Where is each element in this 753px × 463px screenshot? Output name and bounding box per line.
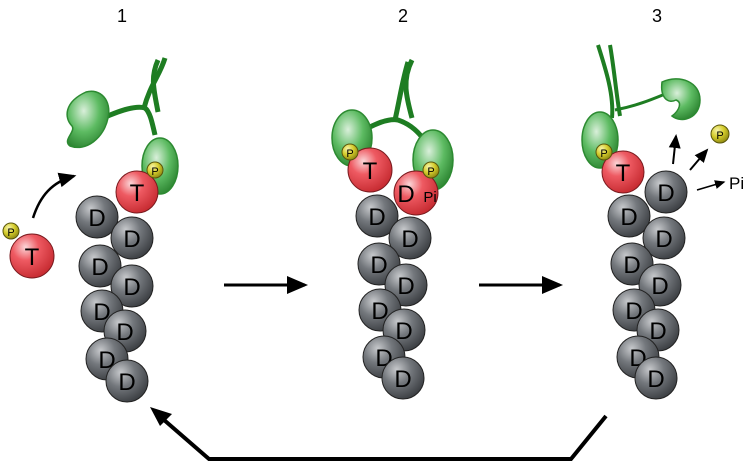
stage-1-filament: D D D D D D D D T P xyxy=(75,161,164,403)
pi-tag: Pi xyxy=(423,189,436,206)
phosphate-label: P xyxy=(151,166,158,178)
subunit-label: D xyxy=(118,369,135,396)
adp-subunit-4: D xyxy=(110,264,154,308)
adp-subunit-1: D xyxy=(75,195,119,239)
adp-subunit-3: D xyxy=(78,244,122,288)
phosphate-label: P xyxy=(7,227,14,239)
released-products: P Pi xyxy=(668,124,744,193)
subunit-label: D xyxy=(651,273,668,300)
release-arrow-right xyxy=(696,180,726,191)
adp-subunit-tip: D xyxy=(644,170,688,214)
phosphate-bead: P xyxy=(595,143,613,161)
adp-subunit-8: D xyxy=(105,359,149,403)
subunit-label: T xyxy=(616,160,631,187)
released-pi-label: Pi xyxy=(729,174,744,193)
stage-2-filament: D D D D D D D D T D Pi P P xyxy=(341,143,440,400)
step-label-3: 3 xyxy=(652,6,662,26)
subunit-label: D xyxy=(625,298,642,325)
stage-3-filament: D D D D D D D D D T P xyxy=(595,143,688,400)
subunit-label: D xyxy=(649,318,666,345)
free-atp-subunit: T P xyxy=(2,222,55,279)
subunit-label: D xyxy=(123,274,140,301)
subunit-label: D xyxy=(620,204,637,231)
phosphate-label: P xyxy=(346,148,353,160)
subunit-label: D xyxy=(657,180,674,207)
subunit-label: D xyxy=(371,298,388,325)
adp-pi-subunit: D Pi xyxy=(393,170,439,216)
phosphate-label: P xyxy=(716,130,723,142)
atp-subunit: T xyxy=(601,150,645,194)
subunit-label: D xyxy=(655,226,672,253)
subunit-label: D xyxy=(401,226,418,253)
subunit-label: D xyxy=(93,299,110,326)
released-phosphate-bead xyxy=(710,124,730,144)
release-arrow-diagonal xyxy=(689,148,709,171)
subunit-label: D xyxy=(647,366,664,393)
adp-subunit-2: D xyxy=(388,216,432,260)
phosphate-label: P xyxy=(427,166,434,178)
subunit-label: T xyxy=(363,158,378,185)
step-label-1: 1 xyxy=(117,6,127,26)
subunit-label: D xyxy=(397,273,414,300)
release-arrow-up xyxy=(668,134,681,165)
adp-subunit-2: D xyxy=(110,216,154,260)
subunit-label: D xyxy=(116,319,133,346)
adp-subunit-8: D xyxy=(381,356,425,400)
phosphate-bead: P xyxy=(146,161,164,179)
subunit-label: D xyxy=(397,181,414,208)
atp-subunit: T xyxy=(347,147,393,193)
subunit-label: D xyxy=(123,226,140,253)
phosphate-bead: P xyxy=(422,161,440,179)
phosphate-label: P xyxy=(600,148,607,160)
subunit-label: D xyxy=(395,318,412,345)
adp-subunit-2: D xyxy=(642,216,686,260)
subunit-label: D xyxy=(623,252,640,279)
adp-subunit-1: D xyxy=(355,194,399,238)
phosphate-bead: P xyxy=(341,143,359,161)
recycle-arrow xyxy=(150,407,608,461)
step-label-2: 2 xyxy=(398,6,408,26)
binding-arrow xyxy=(31,172,77,219)
adp-subunit-1: D xyxy=(607,194,651,238)
atp-subunit-tip: T xyxy=(115,170,159,214)
subunit-label: T xyxy=(130,180,145,207)
subunit-label: D xyxy=(88,205,105,232)
subunit-label: T xyxy=(25,244,40,271)
subunit-label: D xyxy=(368,204,385,231)
adp-subunit-8: D xyxy=(634,356,678,400)
subunit-label: D xyxy=(394,366,411,393)
subunit-label: D xyxy=(370,252,387,279)
subunit-label: D xyxy=(91,254,108,281)
